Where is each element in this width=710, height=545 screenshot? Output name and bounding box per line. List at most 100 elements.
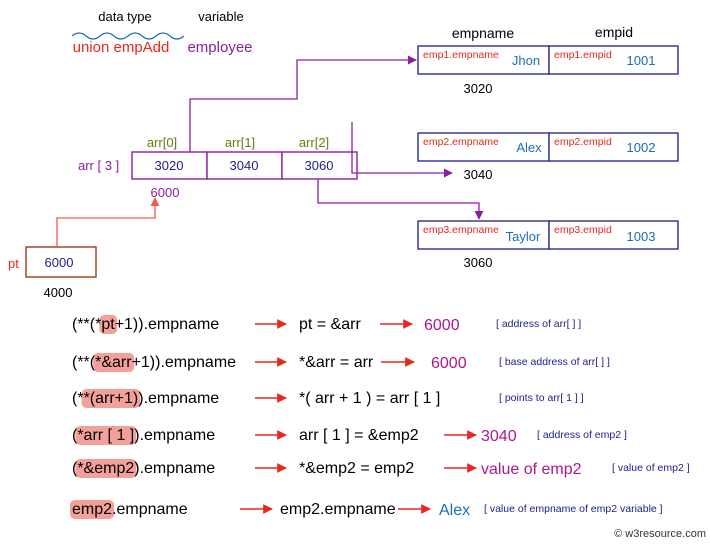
expression-2-expr-highlight: *&arr <box>95 354 132 371</box>
array-value-0: 3020 <box>155 158 184 173</box>
expression-1-expr-pre: (**(* <box>72 316 101 333</box>
emp3-name-label: emp3.empname <box>423 224 499 236</box>
expression-4-step: arr [ 1 ] = &emp2 <box>299 427 419 444</box>
expression-5-expr-pre: ( <box>72 460 78 477</box>
expression-1: (**(*pt+1)).empname pt = &arr 6000 [ addres… <box>72 315 581 334</box>
emp2-name-label: emp2.empname <box>423 136 499 148</box>
arrow-pt-to-arr <box>56 197 160 247</box>
employee-record-1: emp1.empname Jhon emp1.empid 1001 3020 <box>417 45 679 96</box>
expression-2-result: 6000 <box>431 355 467 372</box>
expression-6-result: Alex <box>439 502 470 519</box>
expression-1-result: 6000 <box>424 317 460 334</box>
emp2-name-cell <box>417 132 550 162</box>
legend-variable-label: variable <box>198 9 244 24</box>
expression-5: (*&emp2).empname *&emp2 = emp2 value of em… <box>72 459 690 478</box>
expression-6-expr-highlight: emp2 <box>72 501 112 518</box>
expression-4-expression: (*arr [ 1 ]).empname <box>72 427 215 444</box>
expression-6-step: emp2.empname <box>280 501 396 518</box>
expression-4-note: [ address of emp2 ] <box>537 429 627 441</box>
expression-4-expr-highlight: *arr [ 1 ] <box>77 427 134 444</box>
expression-3-expression: (**(arr+1)).empname <box>72 390 219 407</box>
pointer-name: pt <box>8 256 19 271</box>
pointer-cell <box>25 246 97 278</box>
expression-5-expression: (*&emp2).empname <box>72 460 215 477</box>
expression-5-result: value of emp2 <box>481 461 582 478</box>
legend: data type variable union empAdd employee <box>71 9 253 56</box>
arrow-arr0-to-emp1 <box>189 55 417 152</box>
array-index-0: arr[0] <box>147 135 177 150</box>
emp2-name-value: Alex <box>516 140 542 155</box>
emp2-id-value: 1002 <box>627 140 656 155</box>
array-index-2: arr[2] <box>299 135 329 150</box>
watermark: © w3resource.com <box>614 528 706 540</box>
emp1-id-value: 1001 <box>627 53 656 68</box>
emp2-id-cell <box>548 132 679 162</box>
expression-5-note: [ value of emp2 ] <box>612 462 690 474</box>
expression-6-expr-post: .empname <box>112 501 188 518</box>
emp3-id-label: emp3.empid <box>554 224 612 236</box>
expression-5-highlight-box <box>75 459 137 478</box>
expression-2-expression: (**(*&arr+1)).empname <box>72 354 236 371</box>
expression-1-note: [ address of arr[ ] ] <box>496 318 581 330</box>
legend-variable-value: employee <box>187 39 252 56</box>
array-name: arr [ 3 ] <box>78 158 119 173</box>
expression-6-expression: emp2.empname <box>72 501 188 518</box>
expression-6-note: [ value of empname of emp2 variable ] <box>484 503 663 515</box>
employee-record-3: emp3.empname Taylor emp3.empid 1003 3060 <box>417 220 679 270</box>
header-empid: empid <box>595 24 633 40</box>
expression-5-expr-highlight: *&emp2 <box>77 460 134 477</box>
expression-1-expr-highlight: pt <box>101 316 115 333</box>
pointer-address: 4000 <box>44 285 73 300</box>
expression-4-expr-pre: ( <box>72 427 78 444</box>
emp2-address: 3040 <box>464 167 493 182</box>
arrow-arr2-to-emp3 <box>317 179 484 220</box>
expression-4-expr-post: ).empname <box>134 427 215 444</box>
expression-2-note: [ base address of arr[ ] ] <box>499 356 610 368</box>
expression-5-step: *&emp2 = emp2 <box>299 460 414 477</box>
emp1-name-value: Jhon <box>512 53 540 68</box>
pointer-value: 6000 <box>45 255 74 270</box>
expression-1-step: pt = &arr <box>299 316 361 333</box>
expression-3-expr-highlight: *(arr+1) <box>84 390 139 407</box>
expression-2-highlight-box <box>93 353 135 372</box>
emp1-name-label: emp1.empname <box>423 49 499 61</box>
expression-3-step: *( arr + 1 ) = arr [ 1 ] <box>299 390 440 407</box>
array-arr: arr [ 3 ] arr[0] arr[1] arr[2] 3020 3040… <box>78 135 358 200</box>
emp3-id-cell <box>548 220 679 250</box>
legend-data-type-value: union empAdd <box>73 39 170 56</box>
emp1-id-label: emp1.empid <box>554 49 612 61</box>
array-cell-2 <box>281 151 358 180</box>
expression-3: (**(arr+1)).empname *( arr + 1 ) = arr [ … <box>72 389 584 408</box>
array-value-2: 3060 <box>305 158 334 173</box>
expression-3-highlight-box <box>81 389 141 408</box>
expression-3-note: [ points to arr[ 1 ] ] <box>499 392 584 404</box>
expression-3-expr-post: ).empname <box>138 390 219 407</box>
emp3-address: 3060 <box>464 255 493 270</box>
header-empname: empname <box>452 25 514 41</box>
emp1-id-cell <box>548 45 679 75</box>
expression-1-highlight-box <box>99 315 118 334</box>
emp1-address: 3020 <box>464 81 493 96</box>
expression-6-highlight-box <box>70 500 115 519</box>
expression-4-highlight-box <box>75 426 137 445</box>
legend-data-type-label: data type <box>98 9 152 24</box>
expression-5-expr-post: ).empname <box>134 460 215 477</box>
expression-2: (**(*&arr+1)).empname *&arr = arr 6000 [ ba… <box>72 353 610 372</box>
expression-2-expr-pre: (**( <box>72 354 96 371</box>
expression-2-expr-post: +1)).empname <box>132 354 237 371</box>
legend-brace <box>71 32 185 40</box>
expression-1-expr-post: +1)).empname <box>115 316 220 333</box>
expression-2-step: *&arr = arr <box>299 354 374 371</box>
employee-record-2: emp2.empname Alex emp2.empid 1002 3040 <box>417 132 679 182</box>
expression-1-expression: (**(*pt+1)).empname <box>72 316 219 333</box>
expression-3-expr-pre: (* <box>72 390 84 407</box>
emp3-id-value: 1003 <box>627 229 656 244</box>
pointer-pt: pt 6000 4000 <box>8 246 97 300</box>
arrow-arr1-to-emp2 <box>351 122 453 178</box>
array-value-1: 3040 <box>230 158 259 173</box>
emp2-id-label: emp2.empid <box>554 136 612 148</box>
